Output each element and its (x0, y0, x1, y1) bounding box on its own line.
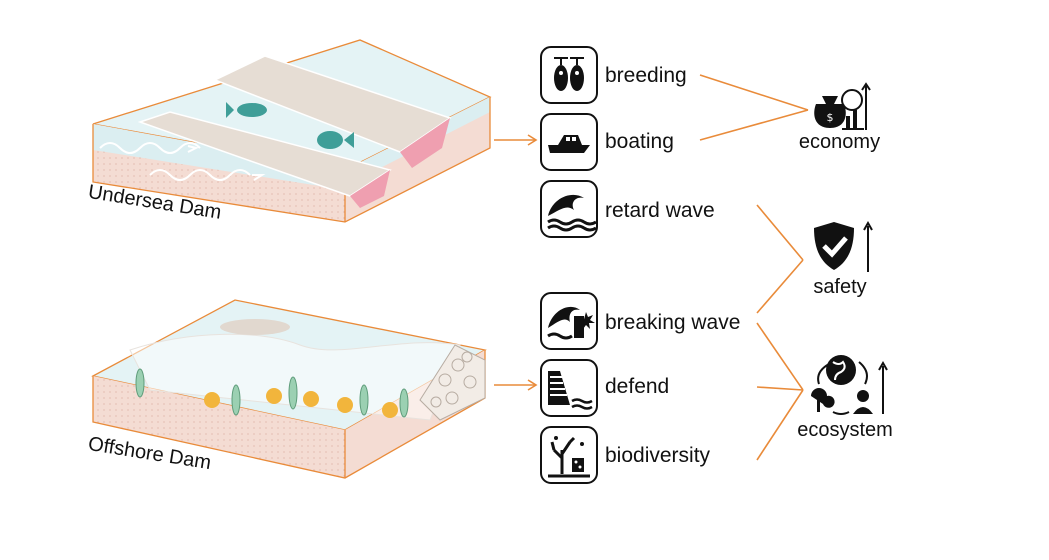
safety-label: safety (813, 276, 867, 298)
breaking-wave-label: breaking wave (605, 311, 741, 334)
retard-wave-item (540, 180, 598, 238)
breaking-wave-icon (547, 306, 595, 340)
undersea-dam-illustration (92, 39, 492, 223)
defend-label: defend (605, 375, 670, 398)
offshore-seabed (93, 376, 345, 478)
seagrass (135, 368, 409, 418)
boating-label: boating (605, 130, 674, 153)
biodiversity-to-ecosystem (756, 389, 804, 461)
corals (204, 388, 398, 418)
undersea-dam-ridge-lower-end (350, 170, 390, 208)
breeding-label: breeding (605, 64, 687, 87)
globe-nature-icon (811, 355, 888, 415)
coral-icon (548, 436, 590, 478)
offshore-arrow-head (527, 379, 538, 391)
shield-check-icon (814, 220, 873, 272)
connectors (494, 74, 809, 461)
defend-item (540, 359, 598, 417)
undersea-arrow-head (527, 134, 538, 146)
fish-icon (554, 57, 584, 91)
retard-wave-to-safety (756, 204, 804, 261)
undersea-seabed (93, 150, 345, 222)
svg-text:$: $ (827, 111, 834, 124)
rubble-mound (419, 344, 486, 421)
ecosystem-label: ecosystem (797, 419, 893, 441)
undersea-dam-ridge-upper-end (400, 118, 450, 168)
fish-illustration (226, 102, 354, 149)
breaking-wave-to-safety (756, 259, 804, 314)
breeding-item (540, 46, 598, 104)
offshore-sand-mound (220, 319, 290, 335)
boating-to-economy (699, 109, 809, 141)
breaking-wave-to-ecosystem (756, 322, 804, 391)
defend-to-ecosystem (756, 386, 804, 391)
undersea-front-water (93, 124, 345, 190)
economy-label: economy (798, 131, 881, 153)
boating-item (540, 113, 598, 171)
money-growth-icon: $ (814, 82, 871, 130)
seawall-icon (548, 371, 593, 410)
wave-arrows (99, 142, 266, 181)
breaking-wave-item (540, 292, 598, 350)
biodiversity-label: biodiversity (605, 444, 711, 467)
retard-wave-label: retard wave (605, 199, 715, 222)
biodiversity-item (540, 426, 598, 484)
boat-icon (548, 135, 590, 153)
offshore-wave-surface (129, 333, 461, 421)
offshore-dam-illustration (91, 299, 487, 479)
wave-icon (547, 194, 596, 232)
breeding-to-economy (699, 74, 809, 111)
